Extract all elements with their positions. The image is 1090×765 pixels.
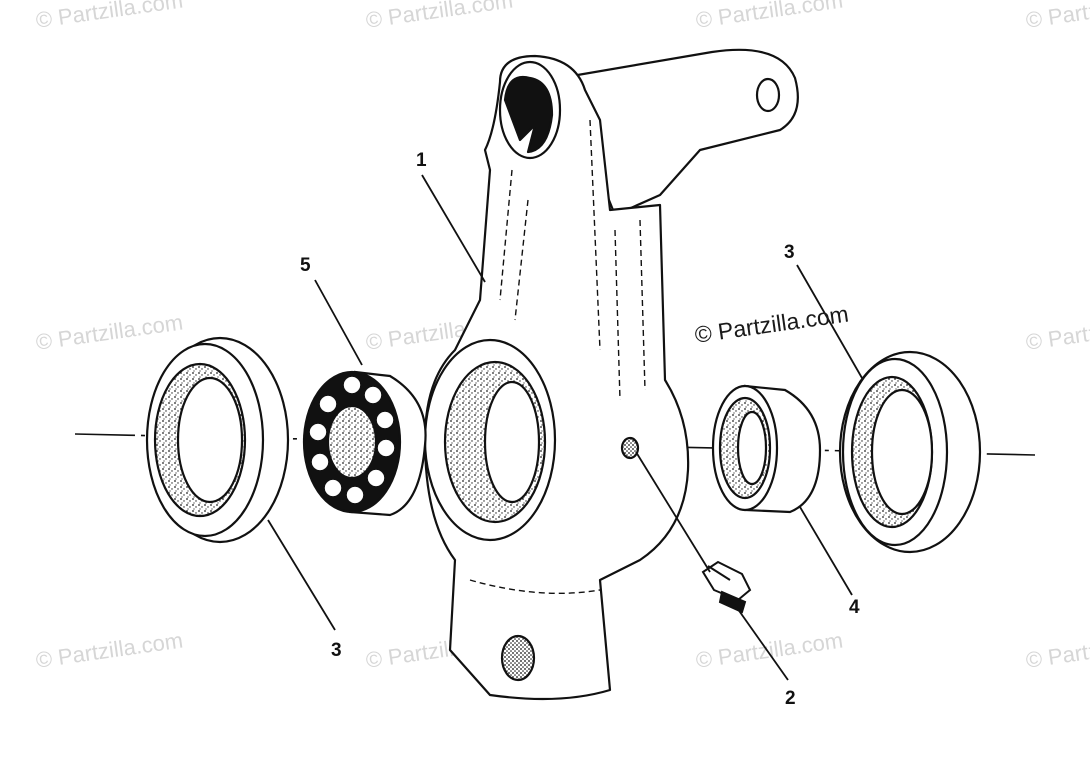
callout-1: 1 [416, 150, 427, 171]
leader-2-a [635, 451, 711, 573]
bearing-race [711, 384, 822, 514]
ball-bearing [302, 370, 427, 517]
grease-fitting [701, 560, 752, 614]
seal-right [838, 350, 982, 554]
leader-3-left [267, 519, 336, 631]
leader-1 [421, 174, 486, 283]
arm-hole [755, 77, 781, 113]
callout-5: 5 [300, 255, 311, 276]
leader-5 [314, 279, 363, 366]
callout-3-right: 3 [784, 242, 795, 263]
callout-2: 2 [785, 688, 796, 709]
callout-3-left: 3 [331, 640, 342, 661]
leader-3-right [796, 264, 863, 379]
seal-left [145, 336, 290, 544]
leader-4 [799, 506, 853, 596]
leader-2-b [734, 604, 789, 681]
callout-4: 4 [849, 597, 860, 618]
steering-knuckle [423, 48, 799, 701]
